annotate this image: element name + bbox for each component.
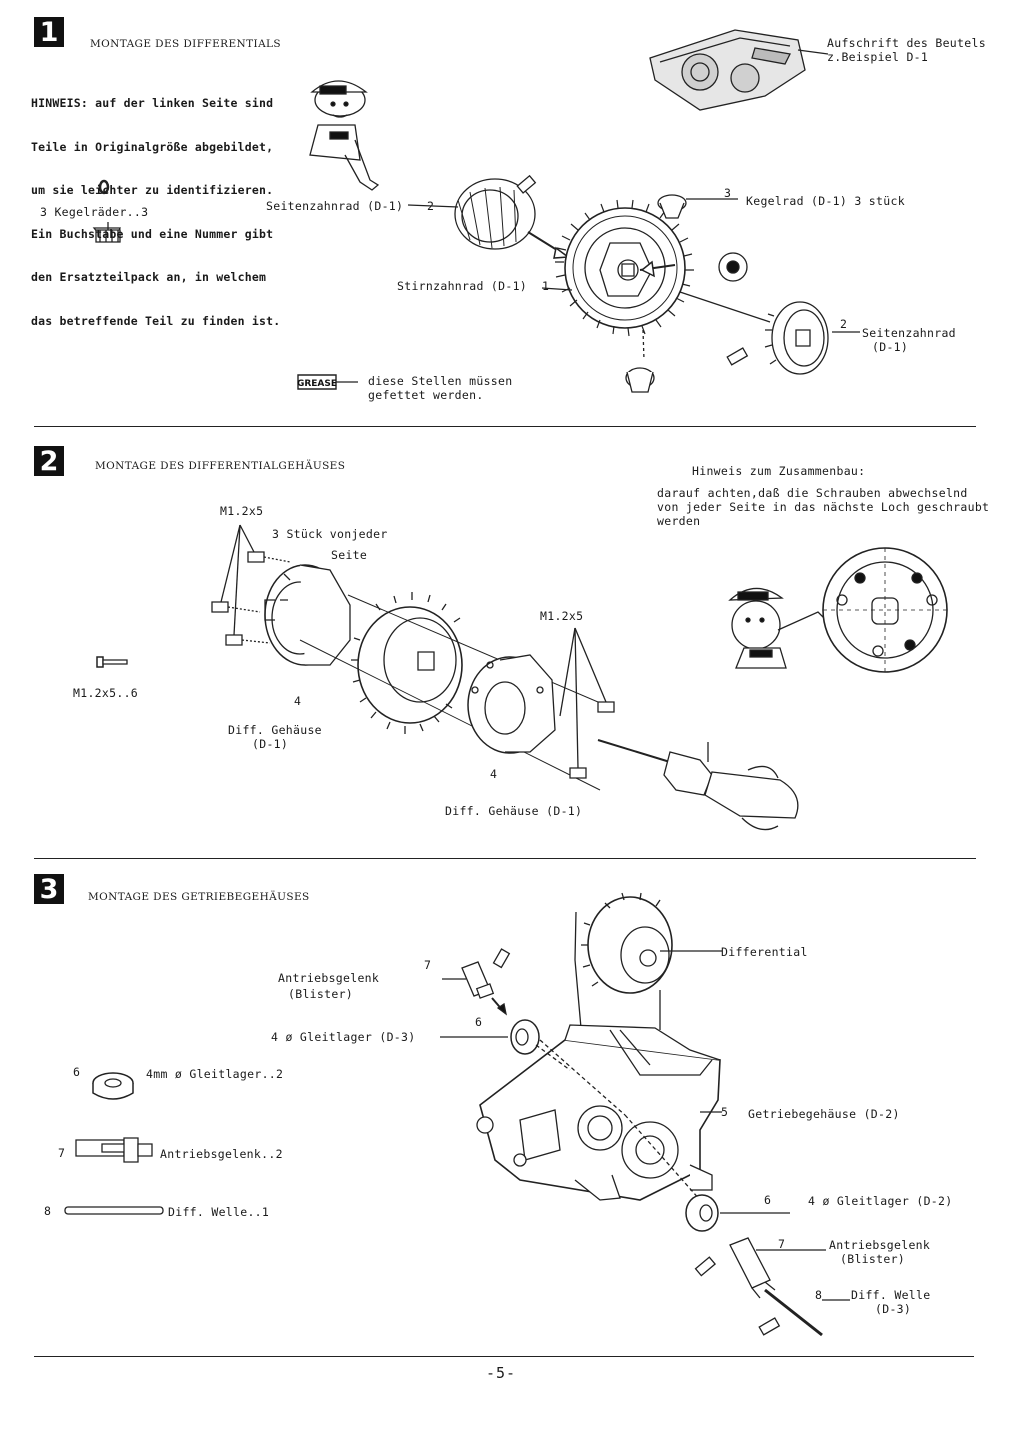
callout-label: Antriebsgelenk: [278, 971, 380, 985]
part-quantity-label: 4mm ø Gleitlager..2: [146, 1067, 284, 1081]
part-number: 7: [58, 1146, 66, 1160]
bevel-gear-right-illustration: [719, 253, 747, 281]
callout-label: Diff. Welle: [851, 1288, 931, 1302]
bearing-bottom-illustration: [686, 1195, 790, 1231]
callout-number: 2: [427, 199, 435, 213]
callout-label: (D-1): [252, 737, 289, 751]
mascot-illustration: [310, 81, 378, 190]
screw-note: Seite: [331, 548, 368, 562]
grease-note: diese Stellen müssen: [368, 374, 513, 388]
diff-housing-right-illustration: [468, 655, 555, 753]
callout-label: Getriebegehäuse (D-2): [748, 1107, 900, 1121]
note-line: Ein Buchstabe und eine Nummer gibt: [31, 226, 274, 241]
callout-label: Diff. Gehäuse (D-1): [445, 804, 583, 818]
section-divider: [34, 858, 976, 859]
side-gear-right-illustration: [727, 302, 860, 374]
note-line: den Ersatzteilpack an, in welchem: [31, 270, 267, 284]
differential-illustration: [575, 893, 722, 1130]
callout-number: 4: [490, 767, 498, 781]
hint-text: von jeder Seite in das nächste Loch gesc…: [657, 500, 990, 514]
note-line: Teile in Originalgröße abgebildet,: [31, 139, 274, 154]
part-quantity-label: Antriebsgelenk..2: [160, 1147, 283, 1161]
part-quantity-label: Diff. Welle..1: [168, 1205, 270, 1219]
part-quantity-label: M1.2x5..6: [73, 686, 139, 700]
note-line: das betreffende Teil zu finden ist.: [31, 313, 281, 328]
mascot-illustration: [730, 588, 824, 668]
callout-number: 2: [840, 317, 848, 331]
part-number: 8: [44, 1204, 52, 1218]
screw-label: M1.2x5: [540, 609, 584, 623]
section-divider: [34, 426, 976, 427]
gearbox-housing-illustration: [477, 1025, 722, 1200]
callout-number: 7: [778, 1237, 786, 1251]
spur-gear-illustration: [542, 200, 694, 336]
callout-number: 8: [815, 1288, 823, 1302]
diff-shaft-part-icon: [65, 1207, 163, 1214]
bearing-top-illustration: [440, 1020, 570, 1070]
callout-number: 7: [424, 958, 432, 972]
callout-label: Kegelrad (D-1) 3 stück: [746, 194, 905, 208]
bag-label-example: z.Beispiel D-1: [827, 50, 929, 64]
callout-label: (Blister): [288, 987, 354, 1001]
callout-number: 5: [721, 1105, 729, 1119]
bevel-gear-top-illustration: [658, 195, 738, 218]
diff-housing-left-illustration: [265, 565, 350, 665]
bevel-gear-bottom-illustration: [626, 330, 654, 392]
callout-label: Seitenzahnrad (D-1): [266, 199, 404, 213]
step-title: MONTAGE DES GETRIEBEGEHÄUSES: [88, 891, 310, 903]
step-number-badge: 3: [34, 874, 64, 905]
drive-joint-bottom-illustration: [696, 1238, 826, 1298]
callout-label: Diff. Gehäuse: [228, 723, 322, 737]
note-line: HINWEIS: auf der linken Seite sind: [31, 96, 274, 110]
screw-icons-left: [212, 525, 290, 645]
grease-note: gefettet werden.: [368, 388, 484, 402]
note-line: um sie leichter zu identifizieren.: [31, 183, 274, 197]
bevel-gear-icon: [94, 181, 120, 242]
parts-bag-illustration: [650, 30, 828, 110]
callout-label: Antriebsgelenk: [829, 1238, 931, 1252]
part-number: 6: [73, 1065, 81, 1079]
callout-label: Stirnzahnrad (D-1): [397, 279, 528, 293]
callout-label: Seitenzahnrad: [862, 326, 956, 340]
step-title: MONTAGE DES DIFFERENTIALGEHÄUSES: [95, 460, 346, 472]
hint-text: werden: [657, 514, 701, 528]
step-title: MONTAGE DES DIFFERENTIALS: [90, 38, 282, 50]
drive-joint-part-icon: [76, 1138, 152, 1162]
screw-note: 3 Stück vonjeder: [272, 527, 388, 541]
page-number: -5-: [486, 1364, 517, 1382]
hint-title: Hinweis zum Zusammenbau:: [692, 464, 866, 478]
step-number-badge: 2: [34, 446, 64, 477]
bag-label: Aufschrift des Beutels: [827, 36, 986, 50]
callout-number: 1: [542, 279, 550, 293]
screw-icon: [97, 657, 127, 667]
step-number-badge: 1: [34, 17, 64, 48]
section-divider: [34, 1356, 974, 1357]
drive-joint-top-illustration: [442, 949, 509, 1014]
callout-label: Differential: [721, 945, 808, 959]
svg-text:GREASE: GREASE: [297, 379, 337, 389]
callout-number: 3: [724, 186, 732, 200]
part-quantity-label: 3 Kegelräder..3: [40, 205, 149, 219]
side-gear-left-illustration: [408, 176, 535, 249]
hint-text: darauf achten,daß die Schrauben abwechse…: [657, 486, 968, 500]
screw-label: M1.2x5: [220, 504, 264, 518]
callout-label: (D-1): [872, 340, 909, 354]
note-text: HINWEIS: auf der linken Seite sind Teile…: [31, 67, 280, 343]
callout-number: 4: [294, 694, 302, 708]
callout-number: 6: [475, 1015, 483, 1029]
screwdriver-illustration: [598, 740, 798, 830]
diff-shaft-illustration: [759, 1290, 850, 1335]
callout-label: (Blister): [840, 1252, 906, 1266]
diff-spur-gear-illustration: [351, 592, 462, 734]
callout-number: 6: [764, 1193, 772, 1207]
bearing-part-icon: [93, 1073, 133, 1099]
callout-label: 4 ø Gleitlager (D-3): [271, 1030, 416, 1044]
callout-label: 4 ø Gleitlager (D-2): [808, 1194, 953, 1208]
gear-detail-illustration: [823, 548, 947, 672]
callout-label: (D-3): [875, 1302, 912, 1316]
screw-icons-right: [560, 628, 614, 778]
